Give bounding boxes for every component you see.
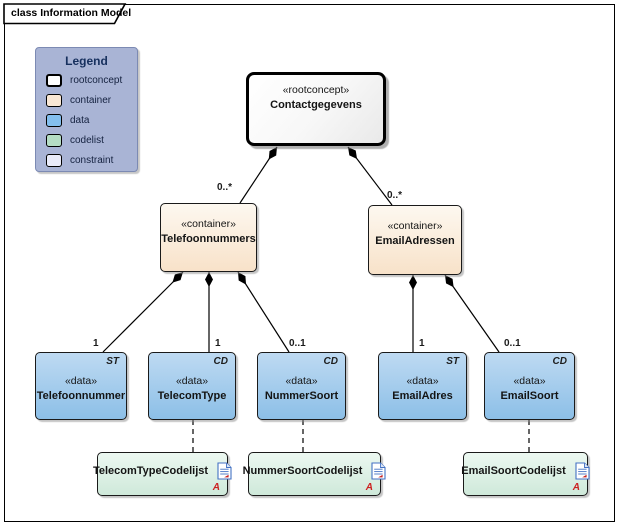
composition-diamond: [409, 275, 417, 290]
composition-diamond: [445, 275, 454, 288]
container-swatch: [46, 94, 62, 107]
document-icon: [217, 462, 232, 480]
legend-item-label: container: [70, 95, 112, 106]
composition-edge[interactable]: [409, 275, 417, 352]
legend-item-label: constraint: [70, 155, 114, 166]
constraint-swatch: [46, 154, 62, 167]
legend-item-label: data: [70, 115, 90, 126]
multiplicity-label: 0..*: [387, 190, 402, 201]
multiplicity-label: 1: [93, 338, 99, 349]
multiplicity-label: 1: [215, 338, 221, 349]
codelist-swatch: [46, 134, 62, 147]
diagram-title-tab: [3, 3, 127, 25]
node-name: TelecomTypeCodelijst: [92, 465, 209, 477]
node-name: Telefoonnummer: [36, 390, 126, 402]
legend-panel: Legend rootconcept container data codeli…: [35, 47, 138, 172]
node-nummersoortcodelijst[interactable]: NummerSoortCodelijst A: [243, 452, 386, 496]
node-name: EmailAdres: [392, 390, 453, 402]
legend-item-codelist: codelist: [46, 133, 137, 148]
composition-edge[interactable]: [102, 271, 184, 353]
node-stereotype: «container»: [181, 218, 236, 230]
legend-item-label: codelist: [70, 135, 104, 146]
node-name: Contactgegevens: [270, 99, 362, 111]
rootconcept-swatch: [46, 74, 62, 87]
legend-item-container: container: [46, 93, 137, 108]
datatype-tag: CD: [213, 356, 228, 367]
legend-item-label: rootconcept: [70, 75, 123, 86]
composition-edge[interactable]: [347, 146, 393, 206]
datatype-tag: ST: [106, 356, 119, 367]
node-name: EmailAdressen: [375, 235, 455, 247]
composition-edge[interactable]: [444, 274, 500, 353]
node-emailsoortcodelijst[interactable]: EmailSoortCodelijst A: [461, 452, 590, 496]
node-stereotype: «data»: [513, 375, 546, 387]
node-name: NummerSoortCodelijst: [242, 465, 363, 477]
node-name: EmailSoortCodelijst: [461, 465, 566, 477]
node-nummersoort[interactable]: CD «data» NummerSoort: [257, 352, 346, 420]
data-swatch: [46, 114, 62, 127]
annotation-marker: A: [365, 482, 373, 493]
node-emailsoort[interactable]: CD «data» EmailSoort: [484, 352, 575, 420]
composition-diamond: [238, 272, 247, 285]
datatype-tag: CD: [552, 356, 567, 367]
node-telefoonnummers[interactable]: «container» Telefoonnummers: [160, 203, 257, 272]
node-name: NummerSoort: [264, 390, 339, 402]
legend-item-data: data: [46, 113, 137, 128]
composition-diamond: [205, 272, 213, 287]
node-telecomtypecodelijst[interactable]: TelecomTypeCodelijst A: [93, 452, 232, 496]
node-telefoonnummer[interactable]: ST «data» Telefoonnummer: [35, 352, 127, 420]
node-name: EmailSoort: [500, 390, 559, 402]
node-stereotype: «data»: [175, 375, 209, 387]
diagram-frame: [4, 4, 615, 522]
document-icon: [371, 462, 386, 480]
multiplicity-label: 0..1: [504, 338, 521, 349]
node-stereotype: «data»: [406, 375, 439, 387]
annotation-marker: A: [572, 482, 580, 493]
node-name: TelecomType: [157, 390, 227, 402]
datatype-tag: CD: [323, 356, 338, 367]
composition-edge[interactable]: [239, 146, 278, 204]
annotation-marker: A: [212, 482, 220, 493]
node-stereotype: «data»: [285, 375, 318, 387]
node-telecomtype[interactable]: CD «data» TelecomType: [148, 352, 236, 420]
node-emailadres[interactable]: ST «data» EmailAdres: [378, 352, 467, 420]
legend-item-constraint: constraint: [46, 153, 137, 168]
composition-diamond: [348, 147, 358, 159]
multiplicity-label: 0..1: [289, 338, 306, 349]
legend-item-rootconcept: rootconcept: [46, 73, 137, 88]
composition-diamond: [268, 147, 277, 160]
document-icon: [575, 462, 590, 480]
node-name: Telefoonnummers: [161, 233, 256, 245]
node-stereotype: «container»: [387, 220, 443, 232]
node-stereotype: «rootconcept»: [282, 84, 350, 96]
node-contactgegevens[interactable]: «rootconcept» Contactgegevens: [246, 72, 386, 146]
composition-edge[interactable]: [205, 272, 213, 352]
node-emailadressen[interactable]: «container» EmailAdressen: [368, 205, 462, 275]
composition-edge[interactable]: [237, 271, 290, 353]
datatype-tag: ST: [446, 356, 459, 367]
diagram-title: class Information Model: [11, 7, 132, 19]
node-stereotype: «data»: [64, 375, 98, 387]
legend-title: Legend: [65, 54, 108, 68]
composition-diamond: [172, 272, 183, 283]
multiplicity-label: 0..*: [217, 182, 232, 193]
multiplicity-label: 1: [419, 338, 425, 349]
